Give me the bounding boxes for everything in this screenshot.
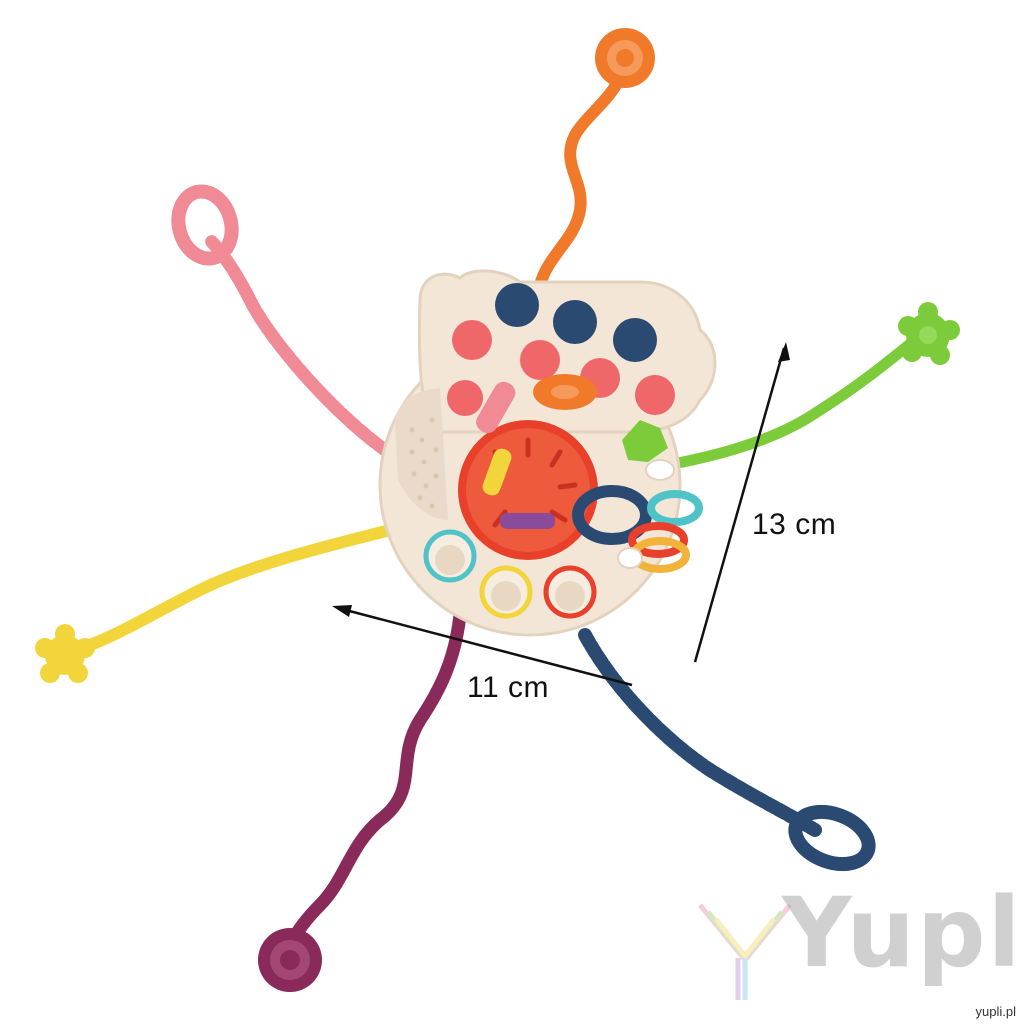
height-measurement-label: 13 cm bbox=[752, 508, 837, 541]
yellow-flower-end bbox=[35, 624, 95, 683]
orange-pull-string bbox=[534, 54, 631, 291]
toy-pieces bbox=[476, 374, 703, 573]
width-measurement-label: 11 cm bbox=[467, 671, 549, 704]
height-dimension-arrow bbox=[693, 342, 790, 663]
green-pull-string bbox=[634, 334, 921, 476]
width-dimension-arrow bbox=[332, 605, 633, 687]
brand-url: yupli.pl bbox=[975, 1004, 1016, 1019]
pop-bubble bbox=[520, 340, 560, 380]
pop-bubbles bbox=[447, 283, 675, 416]
plum-suction-end bbox=[258, 928, 322, 992]
brand-logo-text: Yupli bbox=[782, 877, 1024, 989]
pop-bubble bbox=[613, 318, 657, 362]
pop-bubble bbox=[452, 320, 492, 360]
plum-pull-string bbox=[283, 608, 467, 952]
green-flower-end bbox=[898, 302, 960, 365]
navy-pull-string bbox=[578, 628, 822, 837]
yellow-pull-string bbox=[69, 524, 396, 656]
yupli-logo-mark bbox=[698, 903, 792, 1000]
pink-pull-string bbox=[203, 233, 392, 457]
pop-bubble bbox=[635, 375, 675, 415]
red-ball bbox=[458, 420, 598, 560]
navy-loop-end bbox=[788, 804, 876, 872]
pop-bubble bbox=[553, 300, 597, 344]
pop-bubble bbox=[447, 380, 483, 416]
brand-watermark: Yupli bbox=[690, 885, 1024, 1005]
orange-suction-end bbox=[595, 28, 655, 88]
pop-bubble bbox=[495, 283, 539, 327]
shape-sorter-holes bbox=[423, 529, 597, 619]
pink-loop-end bbox=[171, 184, 239, 266]
